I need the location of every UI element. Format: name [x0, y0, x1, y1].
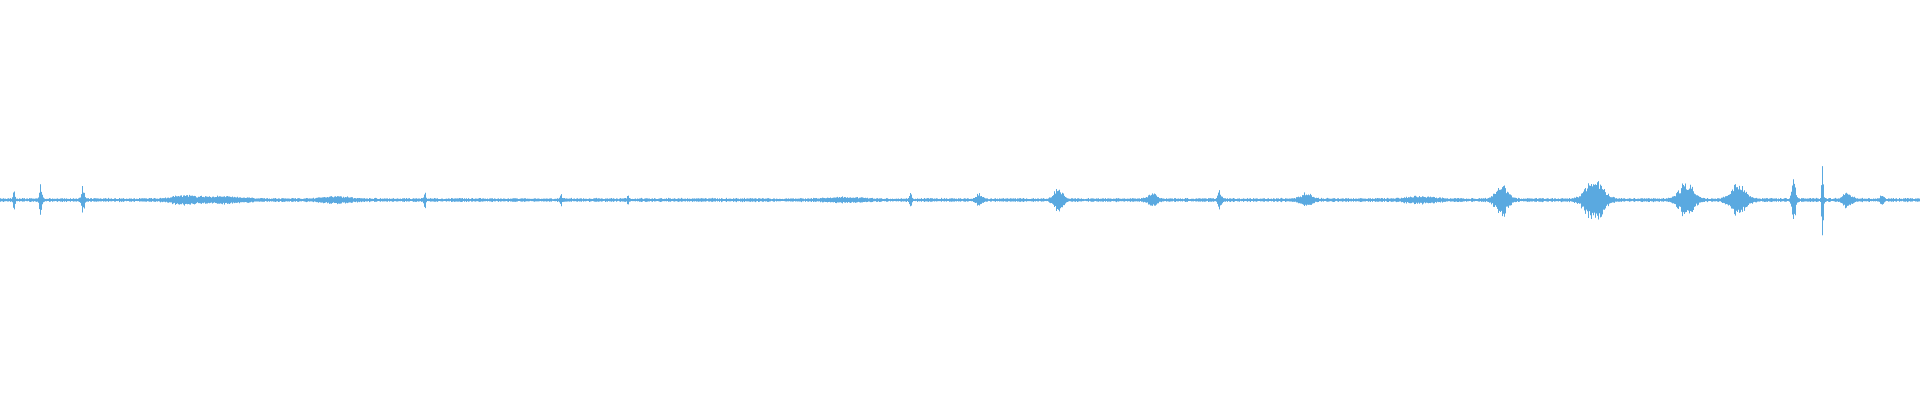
waveform-trace	[0, 166, 1920, 236]
